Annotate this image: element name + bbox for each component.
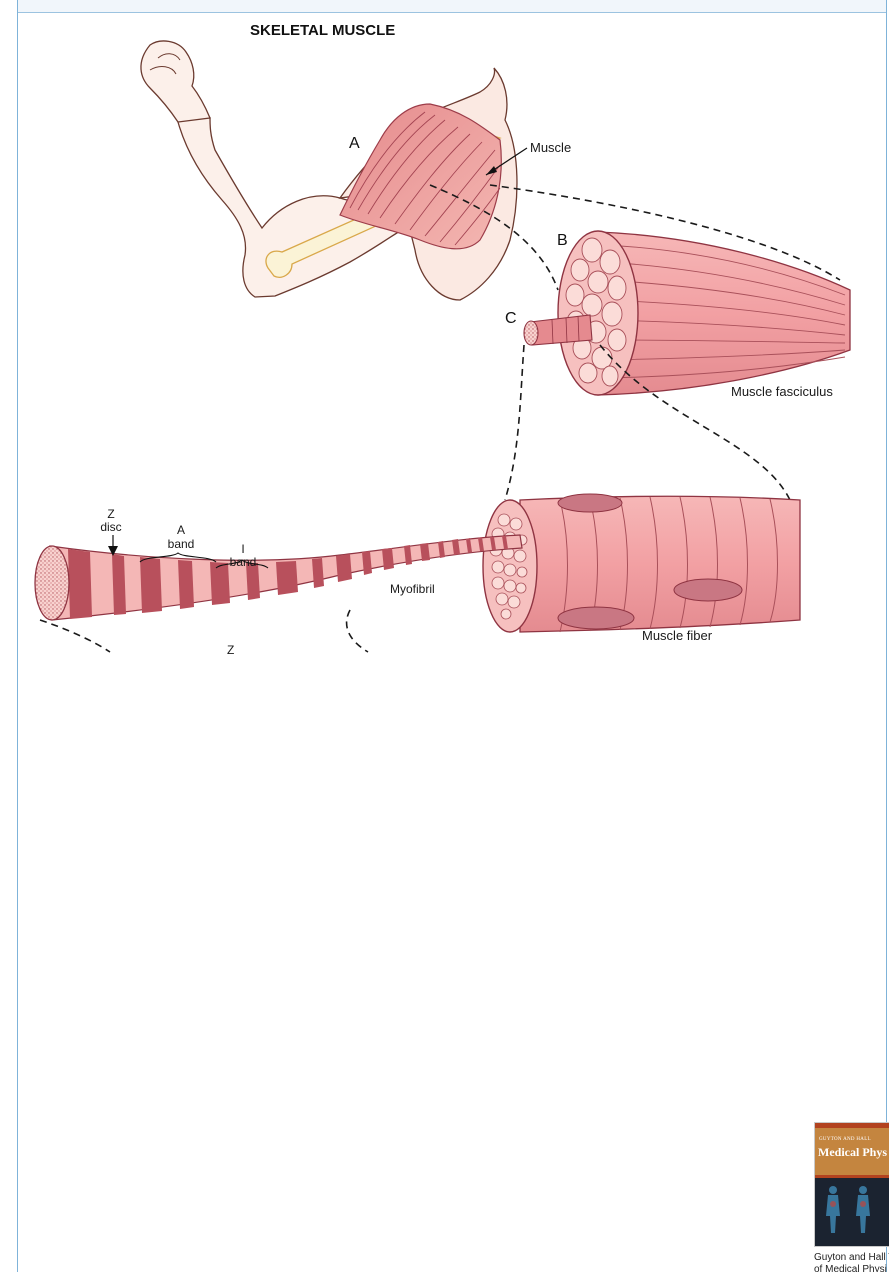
label-a-band-line1: A xyxy=(177,523,185,537)
myofibril-illustration: Z disc A band I band Myofibril xyxy=(35,507,522,620)
label-letter-b: B xyxy=(557,232,568,249)
skeletal-muscle-diagram: SKELETAL MUSCLE A Muscle xyxy=(0,0,889,700)
book-caption[interactable]: Guyton and Hall T of Medical Physi xyxy=(814,1252,889,1272)
label-i-band-line2: band xyxy=(230,555,257,569)
book-caption-line2: of Medical Physi xyxy=(814,1264,889,1272)
label-i-band-line1: I xyxy=(241,542,244,556)
label-truncated: Z xyxy=(227,643,234,657)
book-thumbnail[interactable]: GUYTON AND HALL Medical Phys Guyton and … xyxy=(804,1112,889,1272)
cover-title: Medical Phys xyxy=(818,1145,887,1160)
label-muscle-fiber: Muscle fiber xyxy=(642,628,713,643)
connector-myofibril-left xyxy=(40,620,110,652)
book-caption-line1: Guyton and Hall T xyxy=(814,1252,889,1264)
figure-title: SKELETAL MUSCLE xyxy=(250,22,395,39)
label-letter-c: C xyxy=(505,310,517,327)
cover-top-band: GUYTON AND HALL Medical Phys xyxy=(815,1123,889,1175)
muscle-fiber-illustration: Muscle fiber xyxy=(483,494,800,643)
connector-c-to-fiber-left xyxy=(505,345,524,500)
label-z-disc-line2: disc xyxy=(100,520,121,534)
arm-illustration: A Muscle xyxy=(141,41,571,300)
muscle-fasciculus-illustration: B Muscle fasciculus xyxy=(557,231,850,399)
book-cover-icon[interactable]: GUYTON AND HALL Medical Phys xyxy=(814,1122,889,1247)
cover-red-stripe xyxy=(815,1123,889,1128)
body-figures-icon xyxy=(815,1178,889,1248)
connector-myofibril-right xyxy=(347,610,368,652)
cover-subtitle: GUYTON AND HALL xyxy=(819,1137,871,1142)
label-muscle: Muscle xyxy=(530,140,571,155)
label-myofibril: Myofibril xyxy=(390,582,435,596)
label-letter-a: A xyxy=(349,135,360,152)
label-a-band-line2: band xyxy=(168,537,195,551)
label-muscle-fasciculus: Muscle fasciculus xyxy=(731,384,833,399)
label-z-disc-line1: Z xyxy=(107,507,114,521)
